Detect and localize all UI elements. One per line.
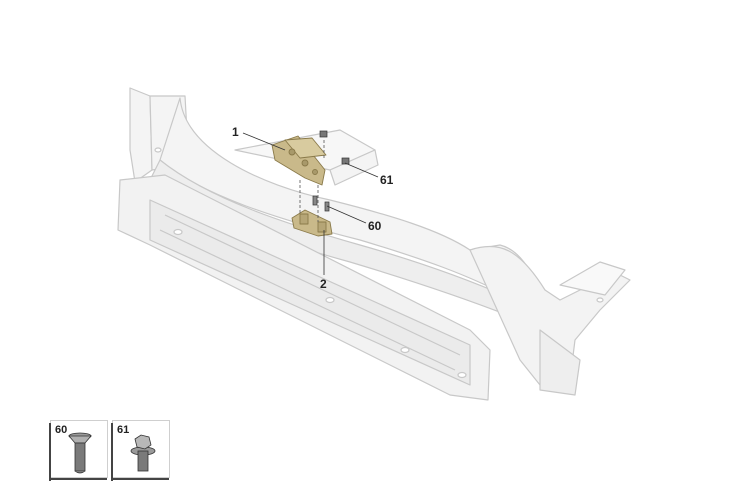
hex-flange-bolt-icon: [130, 434, 156, 472]
leader-lines: [242, 132, 379, 275]
legend-label-60: 60: [55, 424, 68, 436]
lock-part-1: [271, 135, 327, 186]
legend-label-61: 61: [117, 424, 130, 436]
callout-61: 61: [380, 173, 394, 187]
callout-2: 2: [320, 277, 327, 291]
rear-body-panel: [117, 87, 631, 401]
legend-item-60: 60: [49, 420, 108, 481]
lock-part-2: [291, 209, 333, 237]
countersunk-screw-icon: [68, 432, 92, 474]
callout-1: 1: [232, 125, 239, 139]
alignment-lines: [299, 140, 325, 222]
callout-60: 60: [368, 219, 382, 233]
legend-item-61: 61: [111, 420, 170, 481]
screw-61-upper: [319, 130, 350, 165]
